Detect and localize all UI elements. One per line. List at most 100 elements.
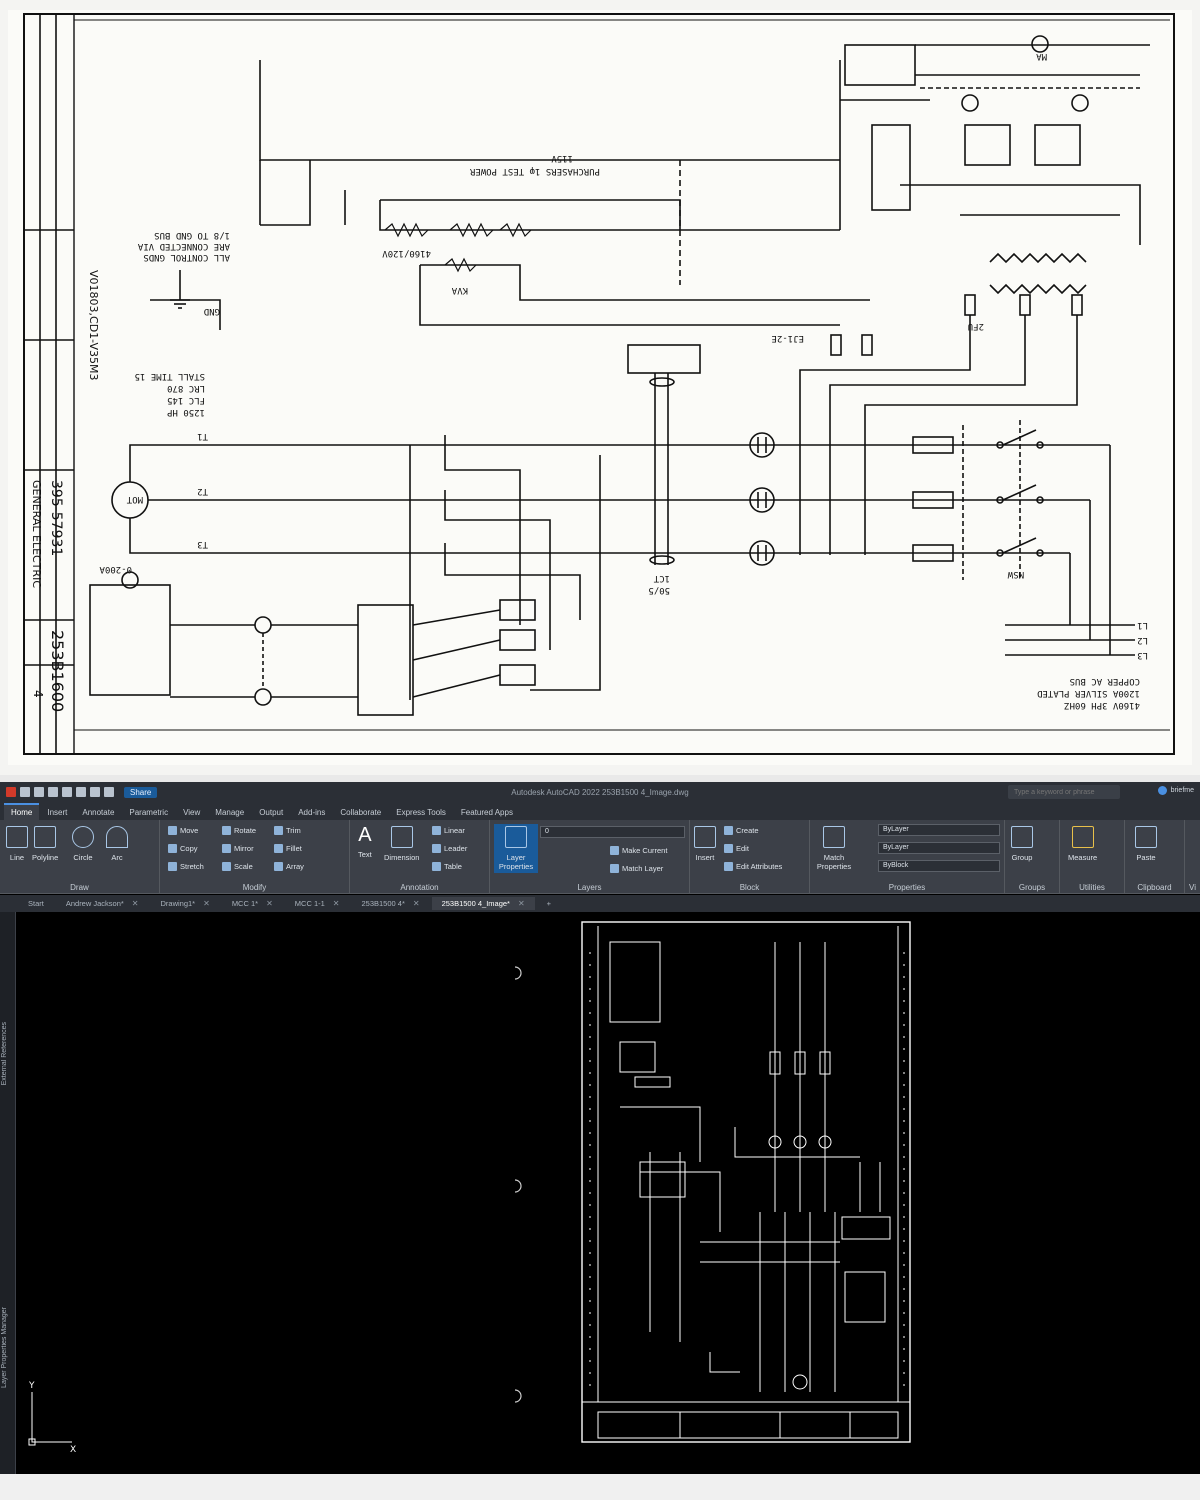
layer-dropdown[interactable]: 0 [540, 826, 685, 838]
doc-tab-drawing1[interactable]: Drawing1*✕ [160, 899, 210, 908]
label-l3: L3 [1137, 650, 1148, 660]
paste-tool[interactable]: Paste [1135, 826, 1157, 862]
canvas-drawing: Y X [28, 921, 911, 1455]
measure-icon [1071, 826, 1094, 848]
copy-tool[interactable]: Copy [168, 844, 198, 853]
new-tab-button[interactable]: + [537, 897, 561, 910]
doc-tab-253b1500-4[interactable]: 253B1500 4*✕ [361, 899, 420, 908]
line-tool[interactable]: Line [6, 826, 28, 862]
color-dropdown[interactable]: ByLayer [878, 824, 1000, 836]
svg-text:LRC 870: LRC 870 [167, 383, 205, 393]
tab-output[interactable]: Output [259, 808, 284, 817]
plot-icon[interactable] [76, 787, 86, 797]
panel-title-block[interactable]: Block [739, 883, 760, 892]
circle-tool[interactable]: Circle [72, 826, 94, 862]
tab-featured-apps[interactable]: Featured Apps [460, 808, 513, 817]
tab-annotate[interactable]: Annotate [82, 808, 115, 817]
linetype-dropdown[interactable]: ByLayer [878, 842, 1000, 854]
fillet-tool[interactable]: Fillet [274, 844, 302, 853]
drawing-canvas[interactable]: External References Layer Properties Man… [0, 912, 1200, 1474]
svg-text:ARE CONNECTED VIA: ARE CONNECTED VIA [137, 241, 230, 251]
tab-home[interactable]: Home [4, 803, 40, 820]
close-icon[interactable]: ✕ [517, 899, 525, 908]
tab-insert[interactable]: Insert [47, 808, 68, 817]
panel-title-layers[interactable]: Layers [577, 883, 602, 892]
svg-text:ALL CONTROL GNDS: ALL CONTROL GNDS [143, 252, 230, 262]
move-tool[interactable]: Move [168, 826, 198, 835]
tab-collaborate[interactable]: Collaborate [340, 808, 382, 817]
measure-tool[interactable]: Measure [1068, 826, 1097, 862]
save-icon[interactable] [48, 787, 58, 797]
close-icon[interactable]: ✕ [266, 899, 273, 908]
ucs-x-label: X [70, 1445, 76, 1455]
tab-manage[interactable]: Manage [215, 808, 245, 817]
arc-tool[interactable]: Arc [106, 826, 128, 862]
share-button[interactable]: Share [124, 786, 158, 798]
label-l1: L1 [1137, 620, 1148, 630]
panel-title-view[interactable]: Vi [1189, 883, 1196, 892]
app-menu-icon[interactable] [6, 787, 16, 797]
close-icon[interactable]: ✕ [131, 899, 139, 908]
insert-icon [694, 826, 716, 848]
create-block-tool[interactable]: Create [724, 826, 759, 835]
match-properties-tool[interactable]: Match Properties [816, 826, 852, 871]
panel-title-utilities[interactable]: Utilities [1079, 883, 1105, 892]
svg-text:1200A SILVER PLATED: 1200A SILVER PLATED [1037, 688, 1140, 698]
doc-tab-253b1500-4-image[interactable]: 253B1500 4_Image*✕ [431, 897, 535, 910]
user-area[interactable]: briefme [1157, 786, 1194, 795]
close-icon[interactable]: ✕ [203, 899, 210, 908]
doc-tab-mcc-1-1[interactable]: MCC 1-1✕ [294, 899, 340, 908]
trim-icon [274, 826, 283, 835]
make-current-tool[interactable]: Make Current [610, 846, 667, 855]
side-palette-bar: External References Layer Properties Man… [0, 912, 16, 1474]
tab-express-tools[interactable]: Express Tools [396, 808, 446, 817]
linear-tool[interactable]: Linear [432, 826, 465, 835]
svg-text:1250 HP: 1250 HP [166, 407, 205, 417]
search-input[interactable] [1008, 785, 1120, 799]
table-tool[interactable]: Table [432, 862, 462, 871]
save-as-icon[interactable] [62, 787, 72, 797]
tab-parametric[interactable]: Parametric [129, 808, 169, 817]
close-icon[interactable]: ✕ [332, 899, 340, 908]
panel-title-clipboard[interactable]: Clipboard [1137, 883, 1172, 892]
leader-tool[interactable]: Leader [432, 844, 467, 853]
scale-tool[interactable]: Scale [222, 862, 253, 871]
rotate-tool[interactable]: Rotate [222, 826, 256, 835]
mirror-icon [222, 844, 231, 853]
fillet-icon [274, 844, 283, 853]
doc-tab-start[interactable]: Start [28, 899, 44, 908]
dimension-tool[interactable]: Dimension [384, 826, 419, 862]
linear-dim-icon [432, 826, 441, 835]
new-icon[interactable] [20, 787, 30, 797]
panel-title-modify[interactable]: Modify [242, 883, 267, 892]
tab-add-ins[interactable]: Add-ins [298, 808, 326, 817]
array-tool[interactable]: Array [274, 862, 304, 871]
open-icon[interactable] [34, 787, 44, 797]
panel-properties: Match Properties ByLayer ByLayer ByBlock… [810, 820, 1005, 894]
polyline-tool[interactable]: Polyline [32, 826, 58, 862]
tab-view[interactable]: View [183, 808, 201, 817]
trim-tool[interactable]: Trim [274, 826, 301, 835]
stretch-tool[interactable]: Stretch [168, 862, 204, 871]
array-icon [274, 862, 283, 871]
doc-tab-mcc-1[interactable]: MCC 1*✕ [231, 899, 273, 908]
edit-block-tool[interactable]: Edit [724, 844, 749, 853]
panel-title-properties[interactable]: Properties [888, 883, 926, 892]
close-icon[interactable]: ✕ [412, 899, 420, 908]
panel-title-annotation[interactable]: Annotation [400, 883, 439, 892]
panel-title-groups[interactable]: Groups [1018, 883, 1046, 892]
redo-icon[interactable] [104, 787, 114, 797]
arc-icon [106, 826, 128, 848]
panel-title-draw[interactable]: Draw [70, 883, 89, 892]
gnd-note: ALL CONTROL GNDS ARE CONNECTED VIA 1/8 T… [137, 230, 230, 262]
insert-tool[interactable]: Insert [694, 826, 716, 862]
doc-tab-andrew-jackson[interactable]: Andrew Jackson*✕ [65, 899, 139, 908]
group-tool[interactable]: Group [1011, 826, 1033, 862]
layer-properties-button[interactable]: Layer Properties [494, 824, 538, 873]
mirror-tool[interactable]: Mirror [222, 844, 254, 853]
lineweight-dropdown[interactable]: ByBlock [878, 860, 1000, 872]
undo-icon[interactable] [90, 787, 100, 797]
match-layer-tool[interactable]: Match Layer [610, 864, 663, 873]
edit-attributes-tool[interactable]: Edit Attributes [724, 862, 782, 871]
